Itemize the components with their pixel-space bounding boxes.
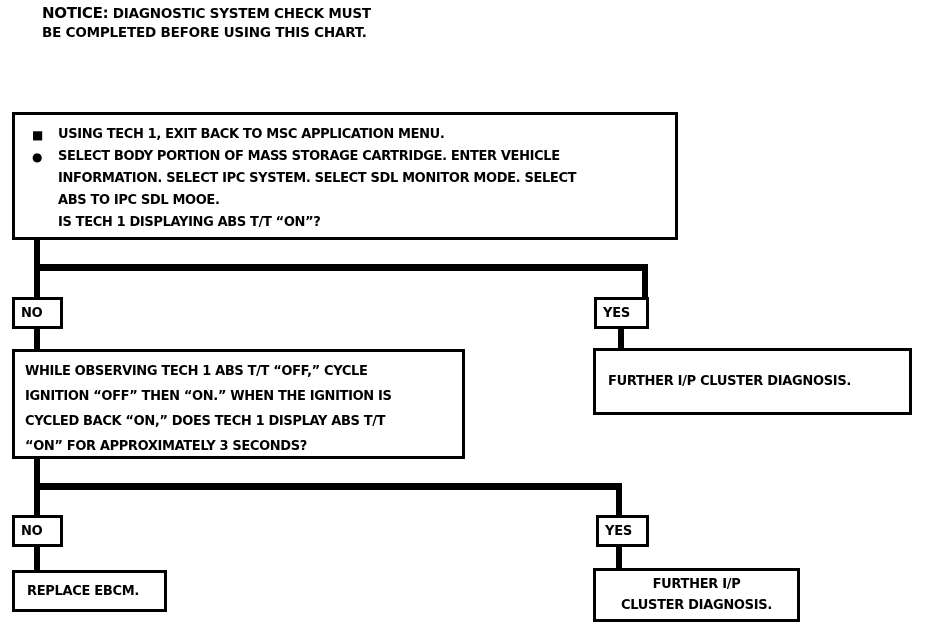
result-replace-ebcm: REPLACE EBCM. bbox=[12, 570, 167, 612]
branch2-no-box[interactable]: NO bbox=[12, 515, 63, 547]
branch1-yes-label: YES bbox=[603, 305, 631, 321]
result-further-ip-cluster-diagnosis-top: FURTHER I/P CLUSTER DIAGNOSIS. bbox=[593, 348, 912, 415]
connector-no2-to-replace bbox=[34, 545, 40, 571]
branch1-yes-box[interactable]: YES bbox=[594, 297, 649, 329]
connector-yes1-to-result bbox=[618, 327, 624, 349]
result-further-ip-cluster-diagnosis-bottom: FURTHER I/P CLUSTER DIAGNOSIS. bbox=[593, 568, 800, 622]
connector-yes2-to-result bbox=[616, 545, 622, 569]
step1-bullet-2: ● SELECT BODY PORTION OF MASS STORAGE CA… bbox=[25, 146, 665, 234]
step1-question-box: ■ USING TECH 1, EXIT BACK TO MSC APPLICA… bbox=[12, 112, 678, 240]
notice-text: DIAGNOSTIC SYSTEM CHECK MUST BE COMPLETE… bbox=[42, 6, 371, 41]
notice-heading: NOTICE: DIAGNOSTIC SYSTEM CHECK MUST BE … bbox=[42, 4, 562, 43]
connector-split-bar-2 bbox=[34, 483, 622, 490]
branch2-yes-label: YES bbox=[605, 523, 633, 539]
branch1-no-box[interactable]: NO bbox=[12, 297, 63, 329]
notice-label: NOTICE: bbox=[42, 4, 109, 22]
branch2-yes-box[interactable]: YES bbox=[596, 515, 649, 547]
step2-question-box: WHILE OBSERVING TECH 1 ABS T/T “OFF,” CY… bbox=[12, 349, 465, 459]
step1-bullet-1-text: USING TECH 1, EXIT BACK TO MSC APPLICATI… bbox=[58, 127, 445, 142]
step1-bullet-2-text: SELECT BODY PORTION OF MASS STORAGE CART… bbox=[58, 149, 577, 230]
step1-bullet-1: ■ USING TECH 1, EXIT BACK TO MSC APPLICA… bbox=[25, 124, 665, 146]
connector-split-bar-1 bbox=[34, 264, 648, 271]
connector-to-yes-2 bbox=[616, 483, 622, 517]
connector-no1-to-step2 bbox=[34, 327, 40, 351]
branch1-no-label: NO bbox=[21, 305, 43, 321]
branch2-no-label: NO bbox=[21, 523, 43, 539]
connector-to-no-2 bbox=[34, 483, 40, 517]
connector-to-yes-1 bbox=[642, 264, 648, 300]
round-bullet-icon: ● bbox=[32, 150, 43, 164]
connector-to-no-1 bbox=[34, 264, 40, 300]
connector-step2-down bbox=[34, 459, 40, 489]
connector-step1-down bbox=[34, 240, 40, 270]
square-bullet-icon: ■ bbox=[32, 128, 43, 142]
